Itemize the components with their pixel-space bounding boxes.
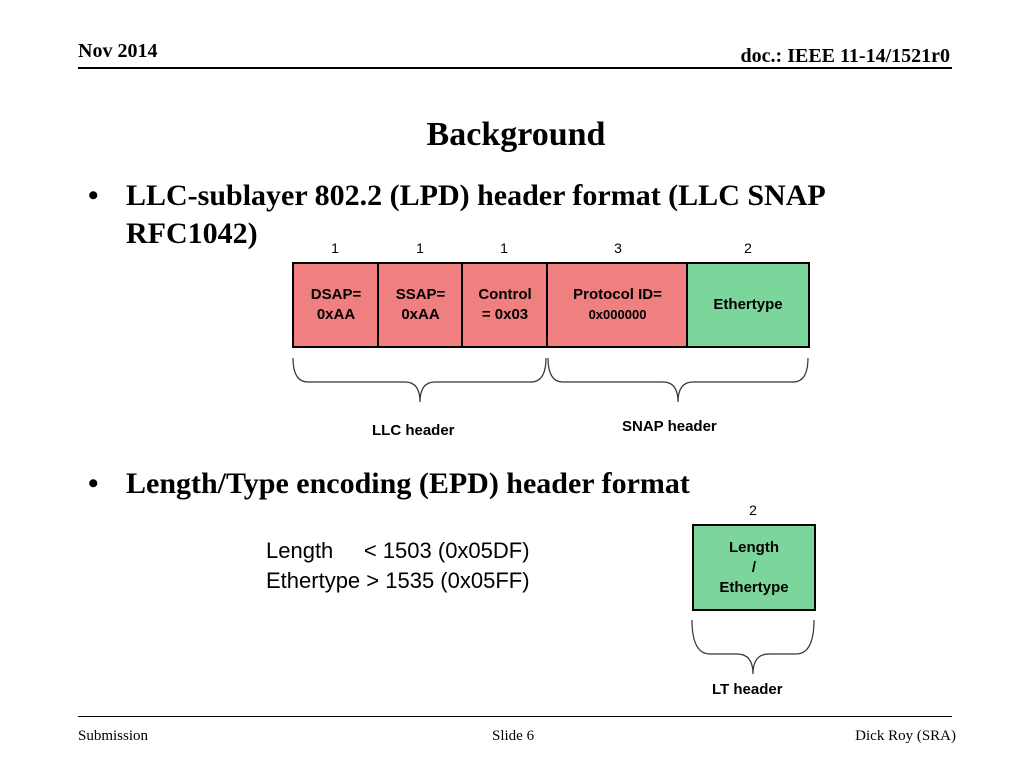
bullet-llc-text: LLC-sublayer 802.2 (LPD) header format (… [126, 179, 825, 250]
field-length-ethertype: Length / Ethertype [692, 524, 816, 611]
header-rule [78, 67, 952, 69]
field-protocol-id-line2: 0x000000 [588, 307, 647, 322]
header-doc-id: doc.: IEEE 11-14/1521r0 [740, 45, 950, 67]
encoding-ethertype-rule: Ethertype > 1535 (0x05FF) [266, 568, 530, 593]
footer-slide-number: Slide 6 [492, 728, 535, 744]
size-control: 1 [500, 240, 508, 256]
footer-author: Dick Roy (SRA) [855, 728, 956, 744]
encoding-length-rule: Length < 1503 (0x05DF) [266, 538, 530, 563]
field-protocol-id-line1: Protocol ID= [573, 286, 662, 303]
field-ssap-line2: 0xAA [401, 306, 440, 323]
slide-title: Background [426, 116, 606, 153]
field-control-line1: Control [478, 286, 532, 303]
bullet-epd-text: Length/Type encoding (EPD) header format [126, 467, 690, 500]
field-dsap-line1: DSAP= [310, 286, 362, 303]
footer-rule [78, 716, 952, 717]
encoding-rules: Length < 1503 (0x05DF) Ethertype > 1535 … [266, 536, 530, 596]
size-protocol-id: 3 [614, 240, 622, 256]
field-ssap: SSAP= 0xAA [377, 262, 464, 348]
size-ethertype: 2 [744, 240, 752, 256]
field-ssap-line1: SSAP= [395, 286, 446, 303]
field-dsap-line2: 0xAA [316, 306, 356, 323]
lt-brace [691, 619, 815, 675]
field-control-line2: = 0x03 [481, 306, 529, 323]
snap-brace [547, 357, 809, 403]
size-ssap: 1 [416, 240, 424, 256]
bullet-epd: • Length/Type encoding (EPD) header form… [88, 465, 946, 503]
field-length-line2: / [751, 558, 757, 576]
lt-header-label: LT header [712, 681, 783, 698]
field-protocol-id: Protocol ID= 0x000000 [546, 262, 689, 348]
field-length-line3: Ethertype [719, 578, 789, 596]
size-length-type: 2 [749, 502, 757, 518]
llc-header-label: LLC header [372, 422, 455, 439]
header-date: Nov 2014 [78, 40, 158, 62]
bullet-llc: • LLC-sublayer 802.2 (LPD) header format… [88, 177, 946, 253]
snap-header-label: SNAP header [622, 418, 717, 435]
llc-brace [292, 357, 547, 403]
bullet-dot: • [88, 467, 99, 500]
field-ethertype: Ethertype [686, 262, 810, 348]
field-ethertype-label: Ethertype [713, 296, 783, 313]
footer-submission: Submission [78, 728, 149, 744]
field-length-line1: Length [729, 538, 779, 556]
bullet-dot: • [88, 179, 99, 212]
size-dsap: 1 [331, 240, 339, 256]
